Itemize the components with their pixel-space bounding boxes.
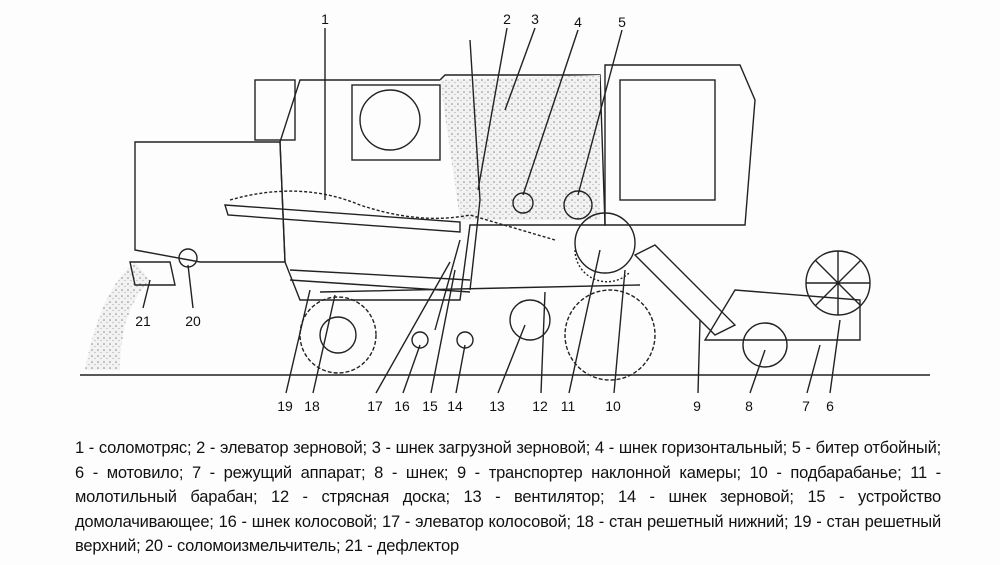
concave	[574, 249, 631, 283]
grain-tank	[440, 75, 600, 220]
leader-lines	[142, 27, 841, 394]
callout-1: 1	[321, 11, 329, 27]
legend-item: 11 - молотильный барабан;	[75, 463, 941, 507]
callout-9: 9	[693, 398, 701, 414]
legend-item: 8 - шнек;	[374, 463, 449, 482]
tailings-auger	[411, 331, 429, 349]
reel-bats	[806, 251, 870, 315]
legend-item: 7 - режущий аппарат;	[191, 463, 366, 482]
front-hub	[319, 316, 357, 354]
deflector	[129, 261, 176, 286]
legend-item: 2 - элеватор зерновой;	[196, 439, 367, 457]
callout-6: 6	[826, 398, 834, 414]
legend-item: 15 - устройство домолачивающее;	[75, 488, 941, 531]
legend-item: 19 - стан решетный верхний;	[75, 512, 941, 556]
legend-item: 5 - битер отбойный;	[791, 439, 941, 457]
legend-item: 21 - дефлектор	[344, 537, 459, 555]
callout-12: 12	[532, 398, 548, 414]
callout-19: 19	[277, 398, 293, 414]
legend-item: 17 - элеватор колосовой;	[382, 512, 571, 531]
callout-2: 2	[503, 11, 511, 27]
engine-fan	[359, 89, 421, 151]
callout-7: 7	[802, 398, 810, 414]
header-auger	[742, 322, 788, 368]
legend: 1 - соломотряс; 2 - элеватор зерновой; 3…	[75, 436, 941, 559]
callout-16: 16	[394, 398, 410, 414]
legend-item: 1 - соломотряс;	[75, 439, 192, 457]
cab	[604, 64, 756, 226]
threshing-drum	[574, 212, 636, 274]
legend-item: 16 - шнек колосовой;	[218, 512, 378, 531]
callout-11: 11	[561, 398, 576, 414]
legend-item: 4 - шнек горизонтальный;	[594, 439, 787, 457]
grain-elevator	[469, 39, 481, 291]
callout-3: 3	[531, 11, 539, 27]
legend-item: 18 - стан решетный нижний;	[575, 512, 789, 531]
straw-spray	[85, 262, 150, 370]
engine-rail	[254, 79, 296, 141]
tailings-elevator	[434, 239, 461, 331]
callout-13: 13	[489, 398, 505, 414]
callout-15: 15	[422, 398, 438, 414]
legend-item: 6 - мотовило;	[75, 463, 184, 482]
callout-5: 5	[618, 14, 626, 30]
callout-8: 8	[745, 398, 753, 414]
rear-hood	[134, 141, 286, 263]
front-wheel	[299, 296, 377, 374]
fan	[509, 299, 551, 341]
legend-item: 9 - транспортер наклонной камеры;	[456, 463, 741, 482]
legend-item: 14 - шнек зерновой;	[617, 488, 794, 506]
callout-20: 20	[185, 313, 201, 329]
beater	[563, 190, 593, 220]
legend-item: 20 - соломоизмельчитель;	[144, 537, 341, 555]
callout-4: 4	[574, 14, 582, 30]
legend-item: 12 - стрясная доска;	[270, 488, 450, 506]
straw-flow	[229, 190, 556, 241]
callout-14: 14	[447, 398, 463, 414]
callout-18: 18	[304, 398, 320, 414]
cab-window	[619, 79, 716, 201]
callout-21: 21	[135, 313, 151, 329]
legend-item: 3 - шнек загрузной зерновой;	[371, 439, 591, 457]
drive-wheel	[564, 289, 656, 381]
sieves	[289, 269, 641, 293]
callout-17: 17	[367, 398, 383, 414]
header	[703, 289, 861, 341]
legend-item: 10 - подбарабанье;	[749, 463, 902, 482]
engine-box	[351, 84, 441, 161]
legend-item: 13 - вентилятор;	[463, 488, 605, 506]
callout-10: 10	[605, 398, 621, 414]
feeder-conveyor	[633, 244, 737, 336]
straw-walker	[224, 204, 461, 233]
